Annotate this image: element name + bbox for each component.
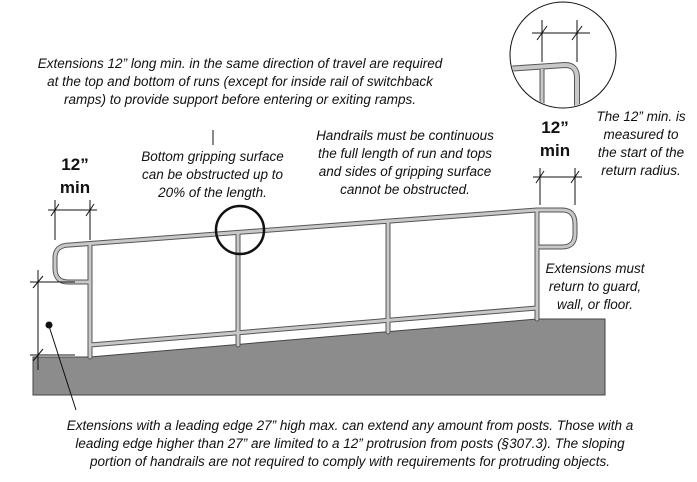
height-dimension-marks xyxy=(30,270,75,370)
note-extensions-top: Extensions 12” long min. in the same dir… xyxy=(37,56,443,107)
note-return: Extensions must return to guard, wall, o… xyxy=(545,261,645,312)
right-dimension-marks xyxy=(533,168,582,205)
left-dimension-marks xyxy=(48,200,97,240)
leader-dot xyxy=(45,321,53,329)
detail-circle xyxy=(509,1,617,109)
note-bottom-gripping: Bottom gripping surface can be obstructe… xyxy=(141,149,284,200)
leader-line xyxy=(48,325,77,411)
note-measured: The 12” min. is measured to the start of… xyxy=(596,109,686,178)
dimension-label-left: 12” min xyxy=(59,155,91,197)
note-continuous: Handrails must be continuous the full le… xyxy=(316,128,494,197)
dimension-label-right: 12” min xyxy=(539,118,571,160)
handrail xyxy=(52,207,578,360)
note-leading-edge: Extensions with a leading edge 27” high … xyxy=(66,418,634,469)
gripping-surface-callout-circle xyxy=(214,204,266,256)
detail-view xyxy=(511,20,590,107)
ramp-ground xyxy=(32,318,606,396)
